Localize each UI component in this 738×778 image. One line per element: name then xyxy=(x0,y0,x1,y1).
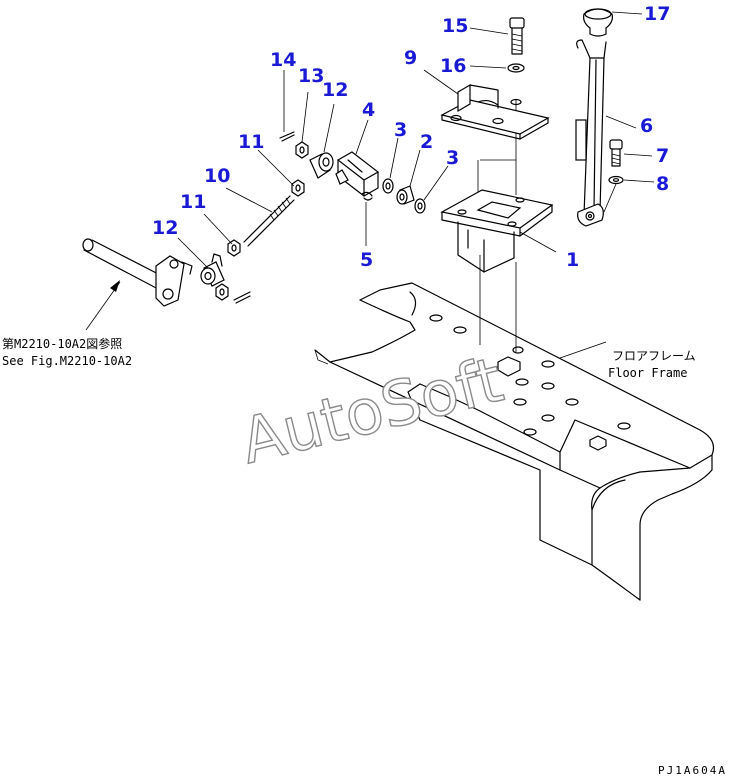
rod-end-12b xyxy=(200,253,225,287)
callout-14: 14 xyxy=(270,49,296,71)
callout-7: 7 xyxy=(656,145,669,167)
callout-5: 5 xyxy=(360,249,373,271)
joint-4 xyxy=(335,151,380,197)
callout-2: 2 xyxy=(420,131,433,153)
callout-3a: 3 xyxy=(394,119,407,141)
callout-9: 9 xyxy=(404,47,417,69)
callout-12b: 12 xyxy=(152,217,178,239)
rod-10 xyxy=(243,195,295,247)
callout-16: 16 xyxy=(440,55,466,77)
callout-17: 17 xyxy=(644,3,670,25)
callout-6: 6 xyxy=(640,115,653,137)
watermark: AutoSoft xyxy=(234,343,510,478)
lever-6 xyxy=(575,39,607,227)
bolt-7 xyxy=(609,139,623,167)
callout-15: 15 xyxy=(442,15,468,37)
callout-3b: 3 xyxy=(446,147,459,169)
bracket-1 xyxy=(440,189,554,273)
bolt-15 xyxy=(509,17,525,55)
callout-8: 8 xyxy=(656,173,669,195)
see-fig-note-en: See Fig.M2210-10A2 xyxy=(2,354,132,368)
floor-frame xyxy=(314,282,715,601)
callouts: 1 2 3 3 4 5 6 7 8 9 10 11 11 12 12 13 14… xyxy=(152,3,670,271)
callout-13: 13 xyxy=(298,65,324,87)
callout-11a: 11 xyxy=(238,131,264,153)
cotter-14 xyxy=(279,131,295,142)
bushing-2 xyxy=(396,185,415,205)
callout-12a: 12 xyxy=(322,79,348,101)
callout-4: 4 xyxy=(362,99,375,121)
rod-end-12a xyxy=(309,152,334,179)
shaft-lever xyxy=(82,238,193,307)
floor-frame-label-jp: フロアフレーム xyxy=(612,349,696,363)
washer-3b xyxy=(414,198,426,214)
washer-16 xyxy=(507,63,525,73)
nut-11a xyxy=(291,179,305,197)
see-fig-note-jp: 第M2210-10A2図参照 xyxy=(2,336,122,351)
drawing-ref-number: PJ1A604A xyxy=(658,764,727,777)
leader-lines xyxy=(177,11,655,269)
washer-8 xyxy=(608,175,624,185)
lower-nut-cotter xyxy=(215,283,251,304)
nut-11b xyxy=(227,239,241,257)
plate-9 xyxy=(440,83,550,140)
floor-frame-label-en: Floor Frame xyxy=(608,366,687,380)
pin-5 xyxy=(361,191,373,201)
washer-3a xyxy=(382,178,394,194)
knob-17 xyxy=(583,8,613,37)
notes: 第M2210-10A2図参照 See Fig.M2210-10A2 フロアフレー… xyxy=(2,336,727,777)
callout-1: 1 xyxy=(566,249,579,271)
callout-11b: 11 xyxy=(180,191,206,213)
ref-arrow xyxy=(85,280,121,331)
nut-13 xyxy=(295,141,309,159)
callout-10: 10 xyxy=(204,165,230,187)
